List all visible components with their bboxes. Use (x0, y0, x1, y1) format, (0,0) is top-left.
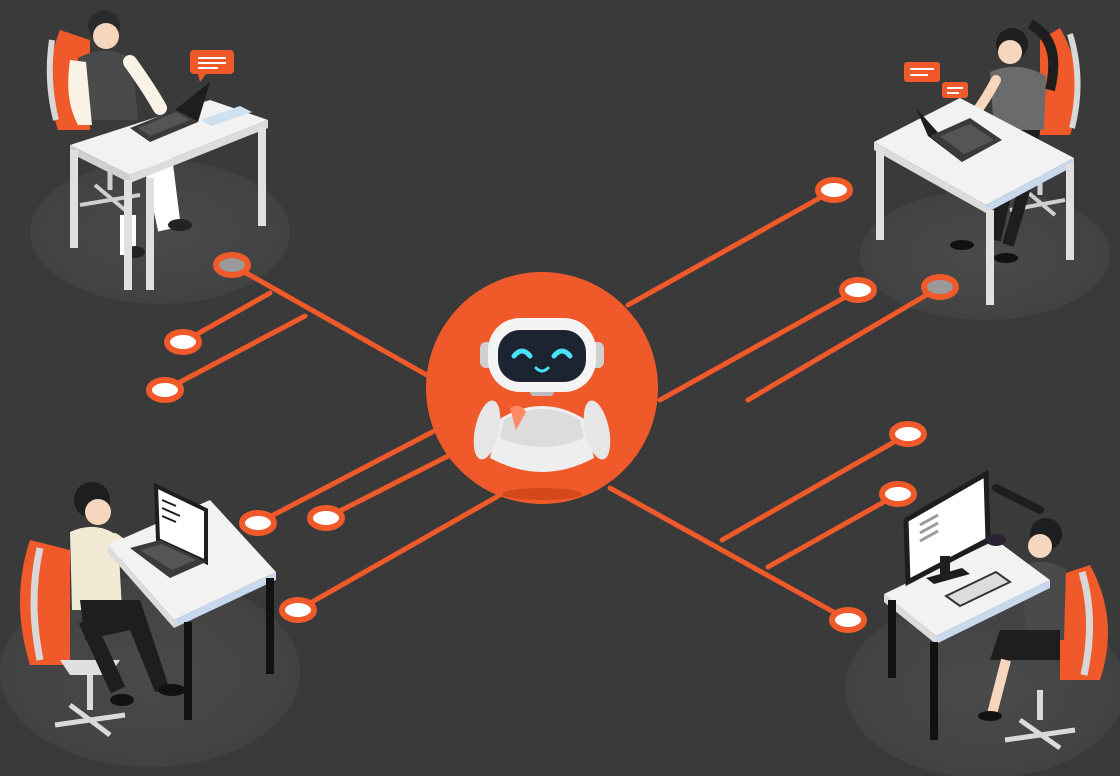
worker-bottom-left (20, 482, 276, 737)
line-bottom-left-3 (295, 492, 503, 613)
line-top-left-main (229, 262, 435, 381)
worker-top-right (874, 19, 1081, 305)
node (239, 510, 277, 536)
line-bottom-right-branch-1 (719, 431, 911, 543)
node (879, 481, 917, 507)
line-bottom-right-branch-2 (765, 491, 901, 570)
robot-icon (473, 318, 611, 472)
line-bottom-right-main (607, 485, 851, 623)
laptop-icon (916, 108, 1002, 162)
node (213, 252, 251, 278)
laptop-icon (130, 482, 208, 578)
chat-bubble-icon (942, 82, 968, 98)
node (146, 377, 184, 403)
node (889, 421, 927, 447)
worker-bottom-right (884, 469, 1108, 751)
node (307, 505, 345, 531)
worker-top-left (46, 10, 268, 290)
node (815, 177, 853, 203)
node (829, 607, 867, 633)
line-top-right-branch-2 (745, 284, 943, 403)
chat-bubble-icon (904, 62, 940, 82)
laptop-icon (130, 82, 210, 142)
line-top-right-main (625, 187, 837, 308)
node (279, 597, 317, 623)
connection-lines (162, 187, 943, 623)
line-top-right-branch-1 (657, 287, 861, 403)
connection-nodes (146, 177, 959, 633)
line-bottom-left-2 (323, 452, 453, 521)
robot-shadow (502, 488, 582, 500)
node (921, 274, 959, 300)
chat-bubble-icon (190, 50, 234, 82)
line-top-left-branch-2 (162, 313, 308, 393)
robot-hub (426, 272, 658, 504)
line-bottom-left-1 (255, 425, 443, 526)
office-chair-icon (1004, 565, 1108, 751)
node (164, 329, 202, 355)
node (839, 277, 877, 303)
